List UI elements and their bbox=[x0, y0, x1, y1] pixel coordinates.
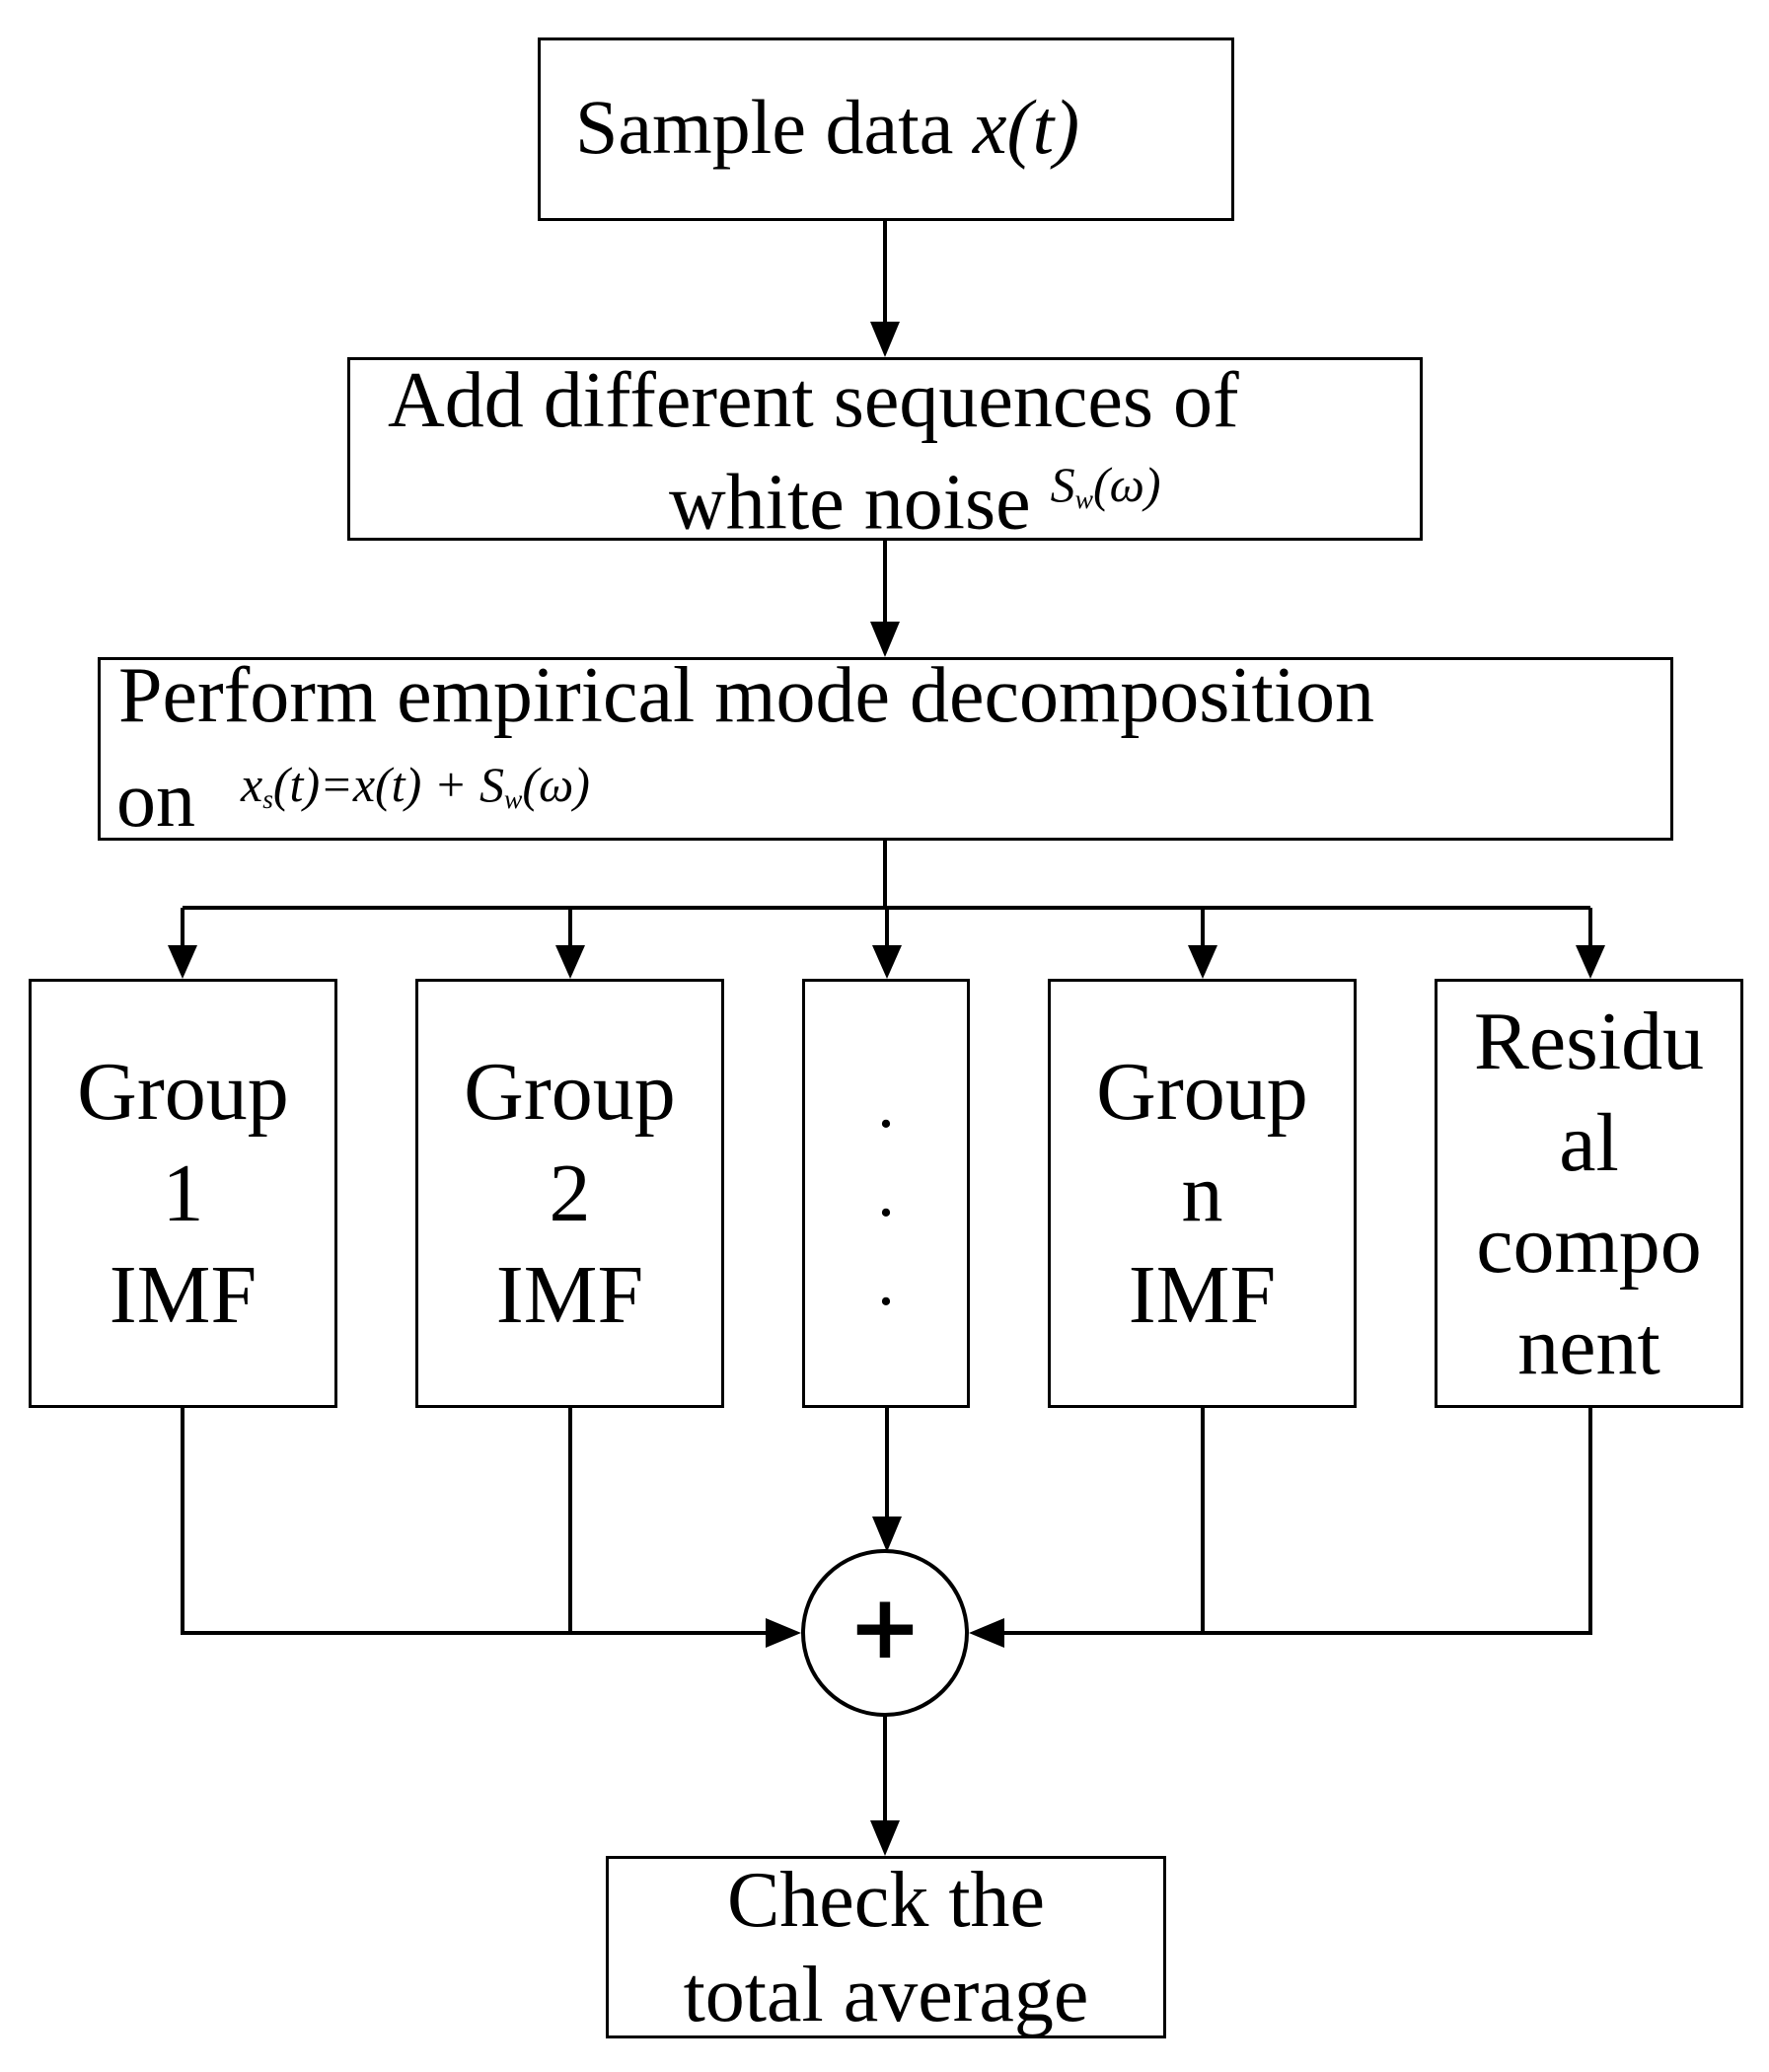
emd-math-b: (t)=x(t) + S bbox=[272, 757, 504, 812]
arrowhead-sum-to-result bbox=[870, 1820, 900, 1856]
arrowhead-sample-to-noise bbox=[870, 322, 900, 357]
arrowhead-sum-left bbox=[766, 1618, 801, 1648]
add-white-noise-line2: white noise Sw(ω) bbox=[669, 457, 1161, 547]
arrowhead-residual bbox=[1576, 945, 1605, 979]
arrowhead-group2 bbox=[555, 945, 585, 979]
group-2-imf-label: Group 2 IMF bbox=[464, 1046, 676, 1341]
emd-node bbox=[98, 657, 1673, 841]
sample-data-node bbox=[538, 37, 1234, 221]
ellipsis-label: . . . bbox=[877, 1066, 895, 1320]
group-n-imf-label: Group n IMF bbox=[1096, 1046, 1308, 1341]
add-white-noise-node bbox=[347, 357, 1423, 541]
residual-component-node bbox=[1435, 979, 1743, 1408]
arrowhead-groupn bbox=[1188, 945, 1217, 979]
check-total-average-label: Check the total average bbox=[683, 1856, 1089, 2038]
arrowhead-group1 bbox=[168, 945, 197, 979]
group-1-imf-node bbox=[29, 979, 337, 1408]
group-1-imf-label: Group 1 IMF bbox=[77, 1046, 289, 1341]
residual-component-label: Residu al compo nent bbox=[1473, 995, 1705, 1392]
noise-math-sub: w bbox=[1074, 482, 1093, 514]
noise-math-base: S bbox=[1050, 457, 1075, 512]
noise-math-rest: (ω) bbox=[1092, 457, 1161, 512]
emd-math-a: x bbox=[241, 757, 263, 812]
arrowhead-noise-to-emd bbox=[870, 622, 900, 657]
emd-line2: on xs(t)=x(t) + Sw(ω) bbox=[116, 757, 590, 844]
arrowhead-dots bbox=[872, 945, 902, 979]
wire-return-left bbox=[181, 1408, 770, 1635]
emd-math-b-sub: w bbox=[503, 782, 523, 814]
check-total-average-node bbox=[606, 1856, 1166, 2038]
sum-node-symbol: + bbox=[848, 1576, 922, 1679]
add-white-noise-line1: Add different sequences of bbox=[388, 357, 1239, 444]
wire-return-right bbox=[1000, 1408, 1592, 1635]
emd-math-c: (ω) bbox=[522, 757, 590, 812]
arrowhead-sum-right bbox=[969, 1618, 1004, 1648]
emd-math-a-sub: s bbox=[262, 782, 273, 814]
group-n-imf-node bbox=[1048, 979, 1357, 1408]
group-2-imf-node bbox=[415, 979, 724, 1408]
ellipsis-node bbox=[802, 979, 970, 1408]
arrowhead-sum-top bbox=[872, 1517, 902, 1552]
sample-data-label: Sample data x(t) bbox=[575, 84, 1080, 170]
emd-line1: Perform empirical mode decomposition bbox=[118, 652, 1375, 739]
